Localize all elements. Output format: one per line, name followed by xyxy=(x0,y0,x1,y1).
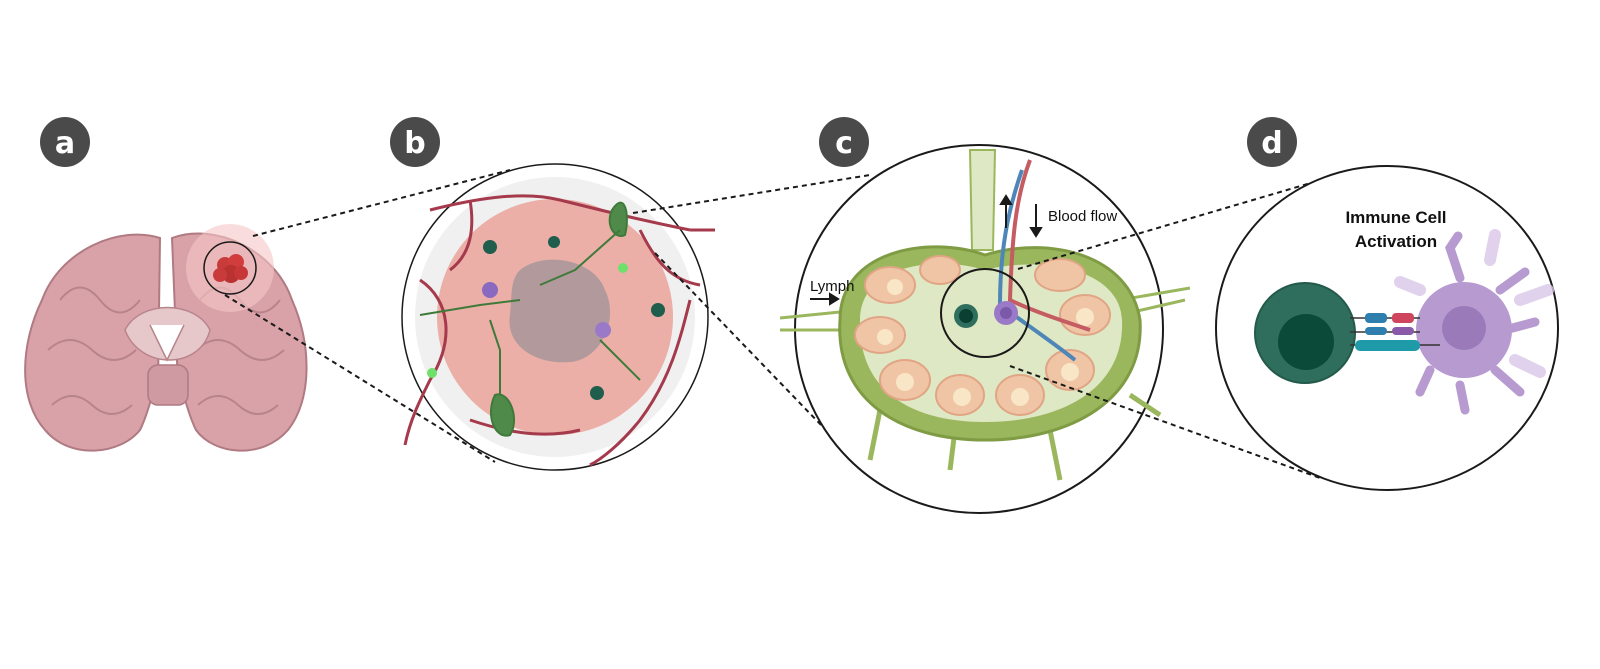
dendritic-cell xyxy=(1394,229,1554,415)
blood-flow-label: Blood flow xyxy=(1048,208,1117,225)
immune-cells xyxy=(427,236,665,400)
activation-title-line1: Immune Cell xyxy=(1345,208,1446,227)
t-cell xyxy=(1254,282,1356,384)
brain-illustration xyxy=(24,232,308,452)
activation-title-line2: Activation xyxy=(1355,232,1437,251)
badge-b: b xyxy=(390,117,440,167)
receptor-complexes xyxy=(1350,313,1440,351)
neurons xyxy=(419,201,641,437)
zoom-lines-a-b xyxy=(224,169,511,463)
blood-vessels xyxy=(403,194,715,467)
panel-c: c xyxy=(779,117,1191,514)
badge-d-label: d xyxy=(1261,126,1282,161)
lymph-arrow xyxy=(810,292,840,306)
panel-d: d Immune Cell Activation xyxy=(1215,117,1559,491)
blood-flow-arrows xyxy=(999,194,1043,238)
zoom-lines-c-d xyxy=(1009,174,1339,479)
badge-c-label: c xyxy=(835,126,853,161)
panel-b: b xyxy=(390,117,715,471)
badge-a: a xyxy=(40,117,90,167)
lymph-label: Lymph xyxy=(810,278,854,295)
tumor-highlight xyxy=(186,224,274,312)
badge-a-label: a xyxy=(55,126,75,161)
synapse-circle xyxy=(1215,165,1559,491)
lymph-node-illustration xyxy=(779,149,1191,481)
panel-a: a xyxy=(24,117,308,452)
tumor-circle xyxy=(401,163,709,471)
badge-b-label: b xyxy=(404,126,425,161)
badge-d: d xyxy=(1247,117,1297,167)
badge-c: c xyxy=(819,117,869,167)
zoom-lines-b-c xyxy=(632,174,871,456)
